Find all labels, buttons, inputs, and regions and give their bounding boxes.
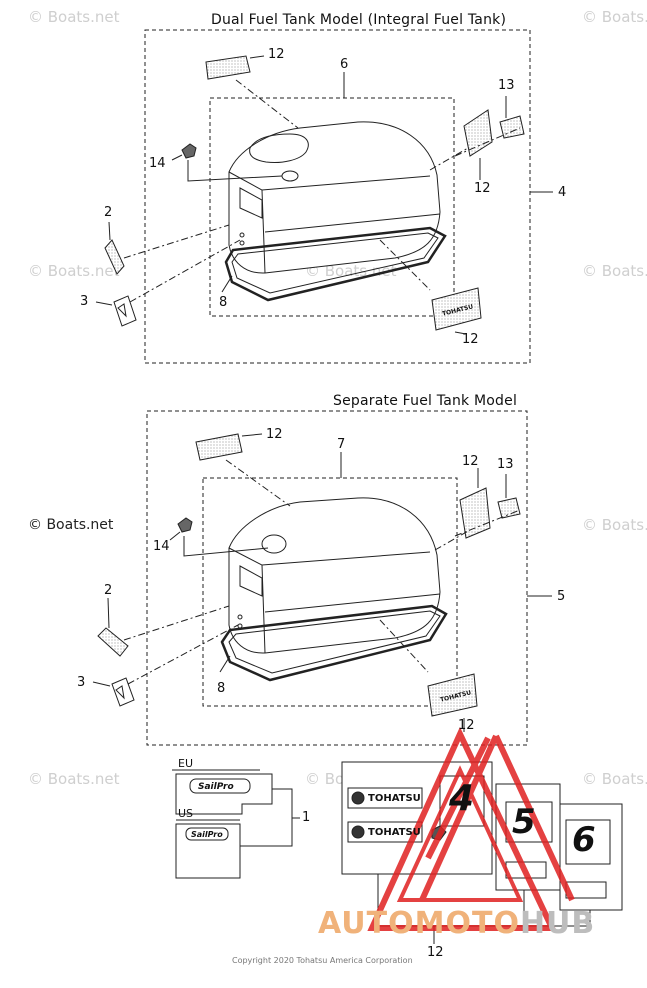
callout-1: 1 bbox=[302, 810, 311, 825]
assembly-4-outline bbox=[144, 29, 531, 364]
watermark: © Boats.net bbox=[28, 8, 120, 26]
cowl-6-outline bbox=[209, 97, 455, 317]
watermark: © Boats.net bbox=[582, 262, 647, 280]
footer-copyright: Copyright 2020 Tohatsu America Corporati… bbox=[232, 956, 413, 965]
region-label-us: US bbox=[178, 807, 194, 820]
region-label-eu: EU bbox=[178, 757, 194, 770]
watermark: © Boats.net bbox=[582, 8, 647, 26]
tohatsu-logo: TOHATSU bbox=[368, 793, 421, 804]
callout-4: 4 bbox=[558, 185, 567, 200]
copyright-mark: © Boats.net bbox=[28, 517, 114, 533]
assembly-5-outline bbox=[146, 410, 528, 746]
callout-12: 12 bbox=[462, 454, 479, 469]
callout-14: 14 bbox=[149, 156, 166, 171]
callout-12: 12 bbox=[458, 718, 475, 733]
watermark: © Boats.net bbox=[582, 516, 647, 534]
callout-3: 3 bbox=[80, 294, 89, 309]
callout-12: 12 bbox=[268, 47, 285, 62]
sailpro-eu-decal bbox=[175, 773, 273, 815]
watermark: © Boats.net bbox=[28, 770, 120, 788]
brand-logo-text: AUTOMOTOHUB bbox=[318, 906, 596, 941]
brand-logo-triangle bbox=[367, 726, 575, 931]
section-title-separate: Separate Fuel Tank Model bbox=[333, 393, 518, 409]
decal-number-4: 4 bbox=[449, 778, 475, 819]
section-title-integral: Dual Fuel Tank Model (Integral Fuel Tank… bbox=[211, 12, 507, 28]
tohatsu-logo: TOHATSU bbox=[368, 827, 421, 838]
callout-8: 8 bbox=[219, 295, 228, 310]
sailpro-logo-eu: SailPro bbox=[198, 782, 234, 792]
watermark: © Boats.net bbox=[582, 770, 647, 788]
callout-12: 12 bbox=[474, 181, 491, 196]
callout-3: 3 bbox=[77, 675, 86, 690]
watermark: © Boats.net bbox=[28, 262, 120, 280]
decal-number-6: 6 bbox=[572, 820, 596, 860]
callout-13: 13 bbox=[497, 457, 514, 472]
callout-2: 2 bbox=[104, 205, 113, 220]
callout-5: 5 bbox=[557, 589, 566, 604]
middle-cowl-7 bbox=[220, 497, 448, 682]
sailpro-logo-us: SailPro bbox=[191, 830, 223, 839]
callout-7: 7 bbox=[337, 437, 346, 452]
callout-14: 14 bbox=[153, 539, 170, 554]
callout-12: 12 bbox=[266, 427, 283, 442]
top-cowl-6 bbox=[224, 121, 447, 302]
sailpro-us-decal bbox=[175, 823, 241, 879]
callout-12: 12 bbox=[462, 332, 479, 347]
cowl-7-outline bbox=[202, 477, 458, 707]
callout-2: 2 bbox=[104, 583, 113, 598]
callout-12: 12 bbox=[427, 945, 444, 960]
callout-8: 8 bbox=[217, 681, 226, 696]
callout-13: 13 bbox=[498, 78, 515, 93]
decal-number-5: 5 bbox=[512, 802, 536, 842]
callout-6: 6 bbox=[340, 57, 349, 72]
